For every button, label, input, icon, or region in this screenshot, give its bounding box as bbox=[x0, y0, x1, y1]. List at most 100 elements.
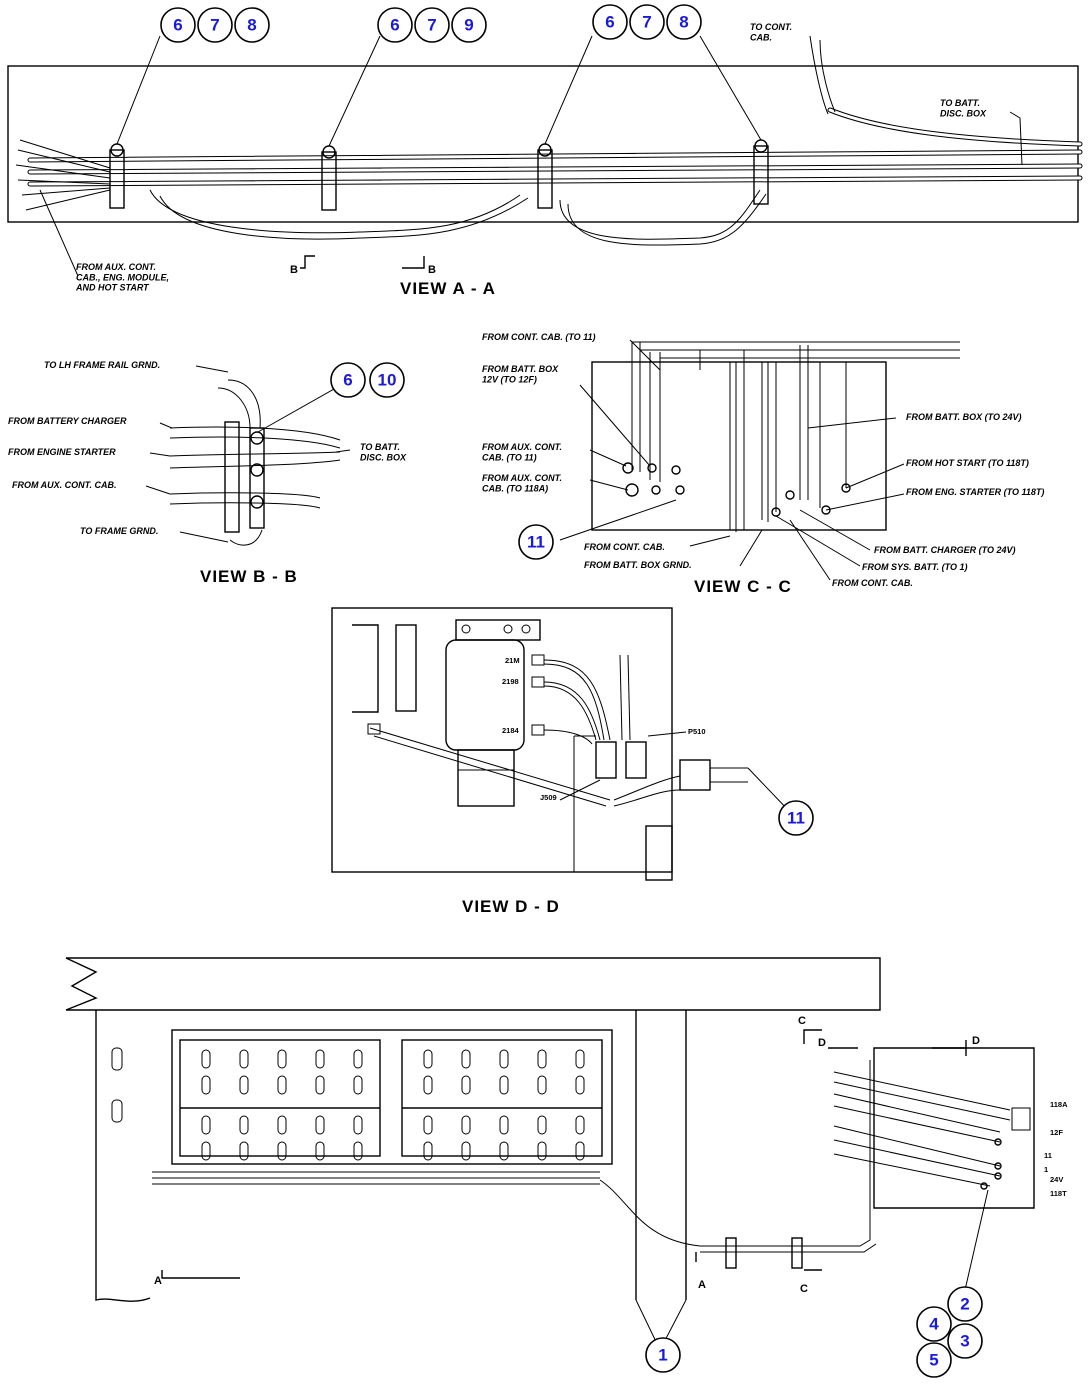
battery-cell bbox=[575, 1049, 585, 1069]
battery-cell bbox=[499, 1075, 509, 1095]
aa-label-to-batt-disc: TO BATT.DISC. BOX bbox=[940, 98, 987, 118]
cc-label-from-hot-start: FROM HOT START (TO 118T) bbox=[906, 458, 1029, 468]
battery-cell bbox=[537, 1141, 547, 1161]
callout-aa3-0: 6 bbox=[605, 13, 614, 32]
cc-label-from-eng-starter: FROM ENG. STARTER (TO 118T) bbox=[906, 487, 1044, 497]
callout-bb-0: 6 bbox=[343, 371, 352, 390]
bb-top-wire bbox=[217, 379, 261, 429]
callouts: 6 7 8 6 7 9 6 7 8 6 10 11 11 1 2 4 bbox=[160, 4, 983, 1378]
callout-dd-0: 11 bbox=[787, 809, 805, 828]
dd-plug-p510: P510 bbox=[688, 727, 706, 736]
battery-cell bbox=[461, 1141, 471, 1161]
bb-label-from-aux-cab: FROM AUX. CONT. CAB. bbox=[12, 480, 117, 490]
cc-label-from-batt-box-grnd: FROM BATT. BOX GRND. bbox=[584, 560, 692, 570]
bb-label-from-engine-starter: FROM ENGINE STARTER bbox=[8, 447, 116, 457]
callout-aa2-0: 6 bbox=[390, 16, 399, 35]
view-bb: TO LH FRAME RAIL GRND. FROM BATTERY CHAR… bbox=[8, 360, 407, 586]
bb-title: VIEW B - B bbox=[200, 567, 298, 586]
dd-grommet bbox=[679, 759, 711, 791]
battery-cell bbox=[201, 1049, 211, 1069]
cc-title: VIEW C - C bbox=[694, 577, 792, 596]
cc-label-from-batt-box-24v: FROM BATT. BOX (TO 24V) bbox=[906, 412, 1022, 422]
callout-cc: 11 bbox=[518, 524, 554, 560]
battery-cell bbox=[201, 1141, 211, 1161]
dd-terminal-2184: 2184 bbox=[502, 726, 520, 735]
battery-cell bbox=[277, 1075, 287, 1095]
battery-cell bbox=[423, 1049, 433, 1069]
main-harness bbox=[152, 1060, 871, 1247]
battery-cell bbox=[499, 1141, 509, 1161]
bb-label-to-lh-frame: TO LH FRAME RAIL GRND. bbox=[44, 360, 160, 370]
battery-cell bbox=[423, 1075, 433, 1095]
battery-cell bbox=[239, 1075, 249, 1095]
main-terminal-11: 11 bbox=[1044, 1151, 1052, 1160]
battery-cell bbox=[315, 1115, 325, 1135]
battery-cell bbox=[353, 1141, 363, 1161]
dd-corner-block bbox=[645, 825, 673, 881]
dd-terminal-2198: 2198 bbox=[502, 677, 519, 686]
cc-label-from-cont-cab-11: FROM CONT. CAB. (TO 11) bbox=[482, 332, 596, 342]
view-aa: B B VIEW A - A TO CONT.CAB. TO BATT.DISC… bbox=[7, 22, 1083, 298]
dd-terminal-21m: 21M bbox=[505, 656, 520, 665]
dd-ground-wire bbox=[369, 727, 611, 807]
callout-bb: 6 10 bbox=[330, 362, 405, 398]
cc-label-from-cont-cab-b: FROM CONT. CAB. bbox=[832, 578, 913, 588]
callout-main-right-1: 4 bbox=[929, 1315, 939, 1334]
callout-aa1: 6 7 8 bbox=[160, 7, 270, 43]
cc-label-from-aux-cab-11: FROM AUX. CONT.CAB. (TO 11) bbox=[482, 442, 562, 462]
main-battery-box bbox=[171, 1029, 613, 1165]
battery-cell bbox=[201, 1075, 211, 1095]
callout-main-bottom-0: 1 bbox=[658, 1346, 667, 1365]
main-section-a1: A bbox=[154, 1275, 162, 1287]
main-section-d1: D bbox=[818, 1037, 826, 1049]
battery-cell bbox=[575, 1141, 585, 1161]
main-view: 118A 12F 11 1 118T 24V A A C C D D bbox=[65, 957, 1068, 1352]
battery-cell bbox=[461, 1049, 471, 1069]
cc-wires-right bbox=[729, 345, 847, 532]
main-terminal-24v: 24V bbox=[1050, 1175, 1063, 1184]
dd-relay-mount bbox=[455, 619, 541, 641]
callout-aa3-1: 7 bbox=[642, 13, 651, 32]
main-jb-wires bbox=[833, 1071, 1011, 1187]
view-dd: 21M 2198 2184 P510 J509 VIEW D - D bbox=[331, 607, 791, 916]
main-battery-cells bbox=[201, 1049, 585, 1161]
callout-aa1-2: 8 bbox=[247, 16, 256, 35]
aa-label-from-aux: FROM AUX. CONT.CAB., ENG. MODULE,AND HOT… bbox=[75, 262, 169, 293]
battery-cell bbox=[423, 1141, 433, 1161]
main-post bbox=[635, 1010, 687, 1300]
battery-cell bbox=[315, 1141, 325, 1161]
dd-frame bbox=[331, 607, 673, 873]
bb-bottom-wire bbox=[229, 529, 263, 546]
aa-section-b-right bbox=[402, 256, 425, 269]
battery-cell bbox=[277, 1141, 287, 1161]
aa-section-b2: B bbox=[428, 264, 436, 276]
battery-cell bbox=[499, 1049, 509, 1069]
battery-cell bbox=[353, 1049, 363, 1069]
main-terminal-12f: 12F bbox=[1050, 1128, 1063, 1137]
aa-leaders bbox=[116, 35, 762, 147]
main-terminal-1: 1 bbox=[1044, 1165, 1048, 1174]
battery-cell bbox=[315, 1075, 325, 1095]
callout-cc-0: 11 bbox=[527, 533, 545, 552]
callout-dd: 11 bbox=[778, 800, 814, 836]
cc-top-wires bbox=[632, 341, 960, 370]
aa-section-b-left bbox=[300, 255, 315, 269]
callout-main-right-2: 3 bbox=[960, 1332, 969, 1351]
bb-label-to-batt-disc: TO BATT.DISC. BOX bbox=[360, 442, 407, 462]
callout-aa2-1: 7 bbox=[427, 16, 436, 35]
battery-cell bbox=[461, 1115, 471, 1135]
dd-bracket-left bbox=[352, 624, 379, 713]
aa-label-to-cont-cab: TO CONT.CAB. bbox=[750, 22, 792, 42]
callout-main-right-3: 5 bbox=[929, 1351, 938, 1370]
battery-cell bbox=[201, 1115, 211, 1135]
cc-label-from-cont-cab-a: FROM CONT. CAB. bbox=[584, 542, 665, 552]
dd-relay-wires bbox=[543, 659, 611, 745]
aa-clamps bbox=[109, 139, 769, 211]
aa-title: VIEW A - A bbox=[400, 279, 496, 298]
battery-cell bbox=[353, 1115, 363, 1135]
callout-main-bottom: 1 bbox=[645, 1337, 681, 1373]
callout-aa1-0: 6 bbox=[173, 16, 182, 35]
battery-cell bbox=[277, 1049, 287, 1069]
bb-wires bbox=[169, 426, 341, 509]
